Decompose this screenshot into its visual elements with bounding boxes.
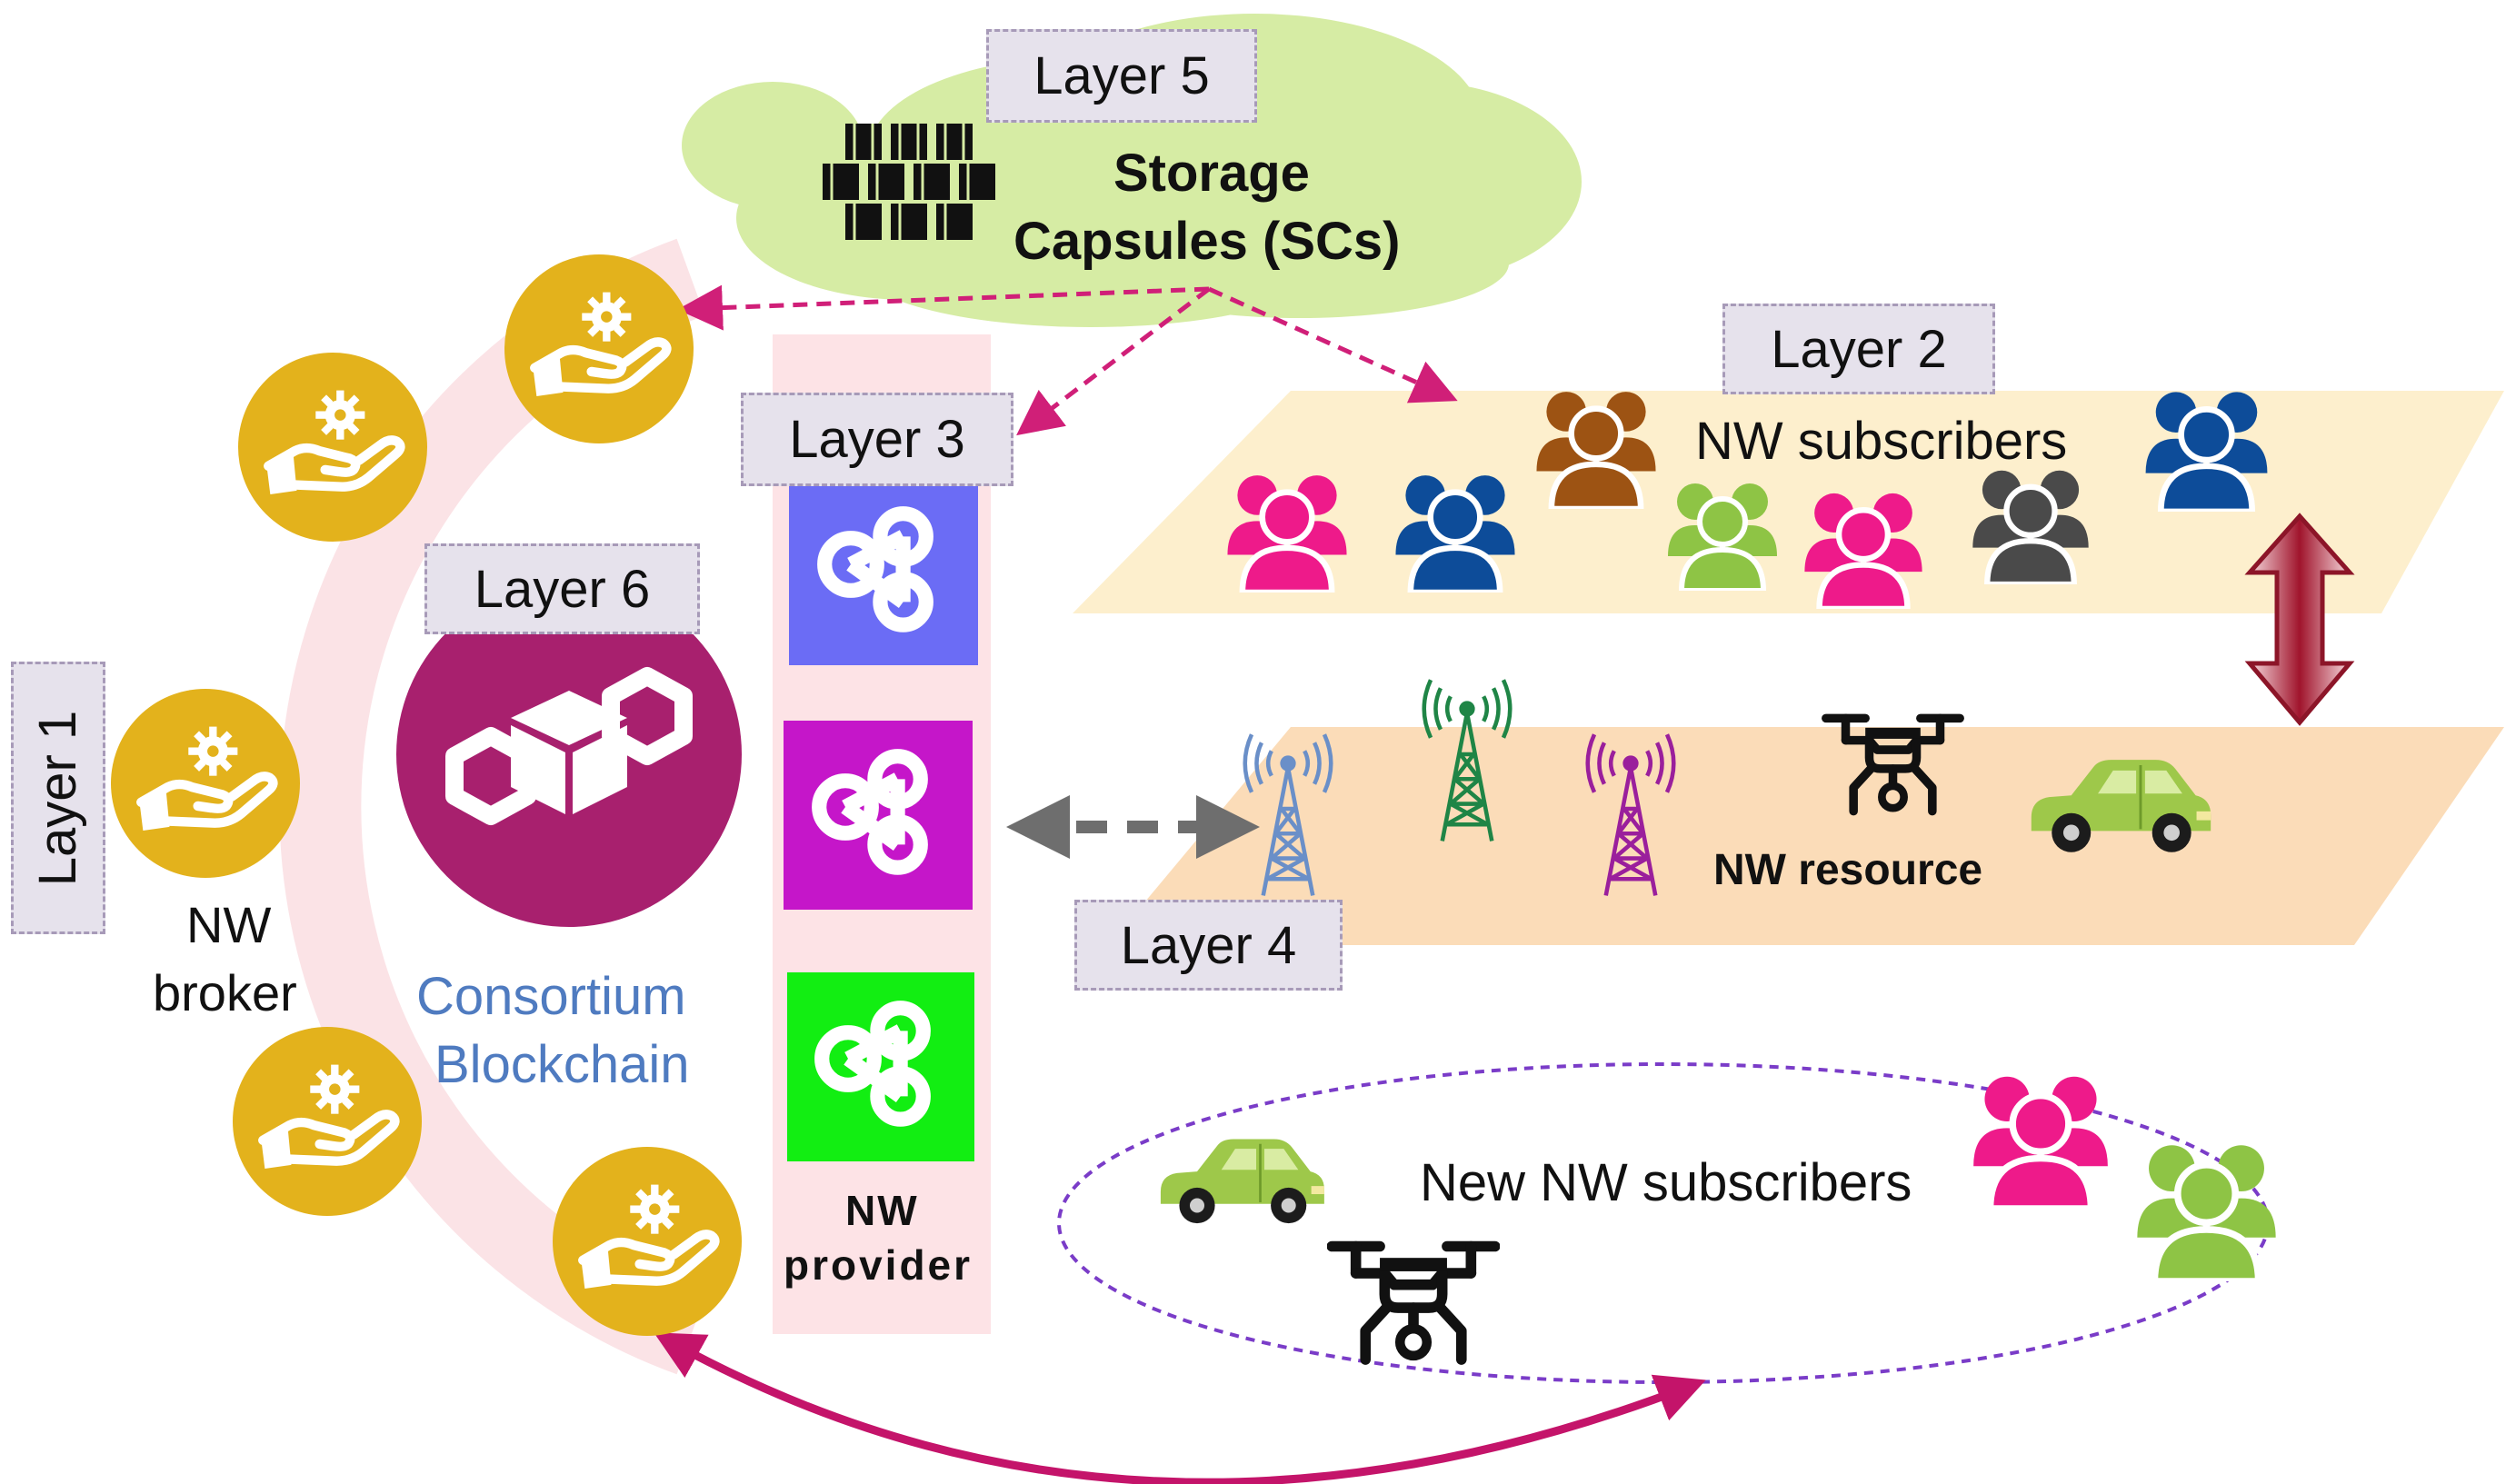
broker-label-line2: broker [153,964,297,1021]
people-group-icon [2146,392,2268,512]
layer2-tag: Layer 2 [1722,304,1995,394]
broker-label-line1: NW [186,896,272,953]
layer5-tag: Layer 5 [986,29,1257,123]
provider-node-green [787,972,974,1161]
layer1-label: Layer 1 [28,710,88,886]
hand-gear-icon [238,353,427,542]
provider-label-line2: provider [784,1241,973,1289]
broker-newsubscriber-arrow [654,1332,1706,1484]
blockchain-label-line1: Consortium [416,967,686,1026]
people-group-icon [1804,493,1922,609]
people-group-icon [2137,1145,2275,1281]
people-group-icon [1536,392,1655,509]
storage-capsules-icon [823,124,995,240]
storage-title-line2: Capsules (SCs) [1013,212,1401,271]
cloud-distribution-arrows [677,284,1458,436]
car-icon [1159,1138,1326,1225]
drone-icon [1332,1247,1494,1360]
hand-gear-icon [553,1147,742,1336]
layer3-tag: Layer 3 [741,393,1013,486]
people-group-icon [1972,471,2088,584]
provider-label-line1: NW [845,1187,919,1234]
blockchain-label-line2: Blockchain [434,1035,690,1094]
layer2-layer4-double-arrow [2244,513,2355,726]
subscribers-label: NW subscribers [1695,412,2068,471]
layer6-tag: Layer 6 [424,543,700,634]
hand-gear-icon [233,1027,422,1216]
resource-label: NW resource [1713,846,1983,894]
layer4-tag: Layer 4 [1074,900,1343,991]
blockchain-cube-icon [396,582,742,927]
hand-gear-icon [504,254,694,443]
provider-node-blue [789,479,978,665]
people-group-icon [1973,1077,2108,1209]
provider-node-magenta [784,721,973,910]
broker-arc-band [279,238,705,1375]
storage-title-line1: Storage [1113,144,1310,203]
hand-gear-icon [111,689,300,878]
people-group-icon [1227,475,1346,593]
people-group-icon [1668,483,1777,591]
people-group-icon [1395,475,1514,593]
new-subscribers-label: New NW subscribers [1420,1153,1912,1212]
layer1-tag: Layer 1 [11,662,105,934]
